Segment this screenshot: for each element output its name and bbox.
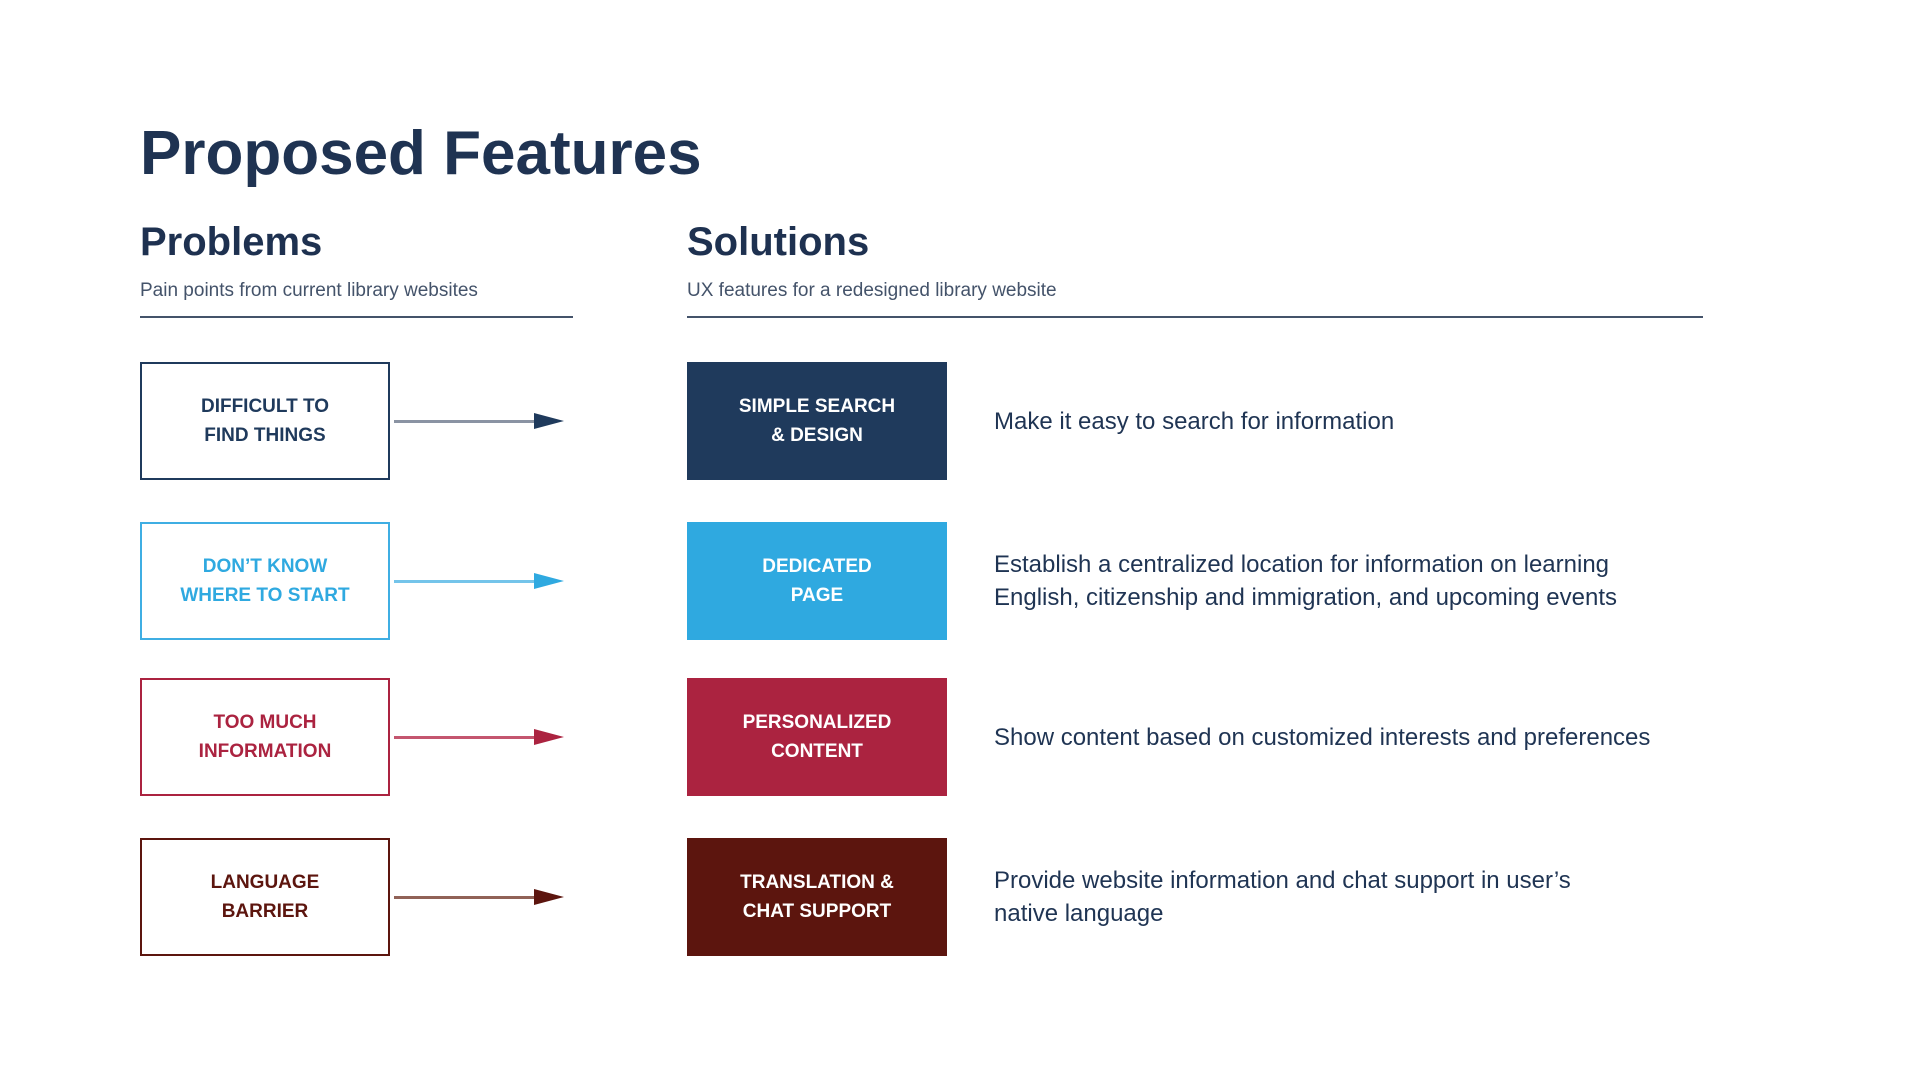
- problem-box: LANGUAGE BARRIER: [140, 838, 390, 956]
- solutions-column-heading: Solutions: [687, 220, 870, 264]
- problems-column-heading: Problems: [140, 220, 323, 264]
- arrow-line: [394, 895, 542, 899]
- feature-row: DIFFICULT TO FIND THINGS SIMPLE SEARCH &…: [0, 362, 1920, 480]
- arrow-line: [394, 419, 542, 423]
- arrow-line: [394, 579, 542, 583]
- arrow-head: [534, 889, 564, 905]
- arrow-head: [534, 729, 564, 745]
- solution-description: Establish a centralized location for inf…: [994, 551, 1618, 611]
- feature-row: LANGUAGE BARRIER TRANSLATION & CHAT SUPP…: [0, 838, 1920, 956]
- solution-description: Make it easy to search for information: [994, 407, 1395, 435]
- solutions-column-subtitle: UX features for a redesigned library web…: [687, 280, 1057, 301]
- arrow-right-icon: [394, 678, 570, 796]
- problems-column-subtitle: Pain points from current library website…: [140, 280, 478, 301]
- arrow-line: [394, 735, 542, 739]
- problem-box: DON’T KNOW WHERE TO START: [140, 522, 390, 640]
- arrow-right-icon: [394, 838, 570, 956]
- problems-divider-line: [140, 316, 573, 318]
- problem-box: DIFFICULT TO FIND THINGS: [140, 362, 390, 480]
- arrow-head: [534, 573, 564, 589]
- solution-description: Show content based on customized interes…: [994, 723, 1651, 751]
- arrow-head: [534, 413, 564, 429]
- solutions-divider-line: [687, 316, 1703, 318]
- arrow-right-icon: [394, 522, 570, 640]
- solution-description: Provide website information and chat sup…: [994, 867, 1571, 927]
- arrow-right-icon: [394, 362, 570, 480]
- problem-box: TOO MUCH INFORMATION: [140, 678, 390, 796]
- solution-box: PERSONALIZED CONTENT: [687, 678, 947, 796]
- solution-box: SIMPLE SEARCH & DESIGN: [687, 362, 947, 480]
- feature-row: TOO MUCH INFORMATION PERSONALIZED CONTEN…: [0, 678, 1920, 796]
- solution-box: DEDICATED PAGE: [687, 522, 947, 640]
- solution-box: TRANSLATION & CHAT SUPPORT: [687, 838, 947, 956]
- page-title: Proposed Features: [140, 118, 702, 188]
- feature-row: DON’T KNOW WHERE TO START DEDICATED PAGE…: [0, 522, 1920, 640]
